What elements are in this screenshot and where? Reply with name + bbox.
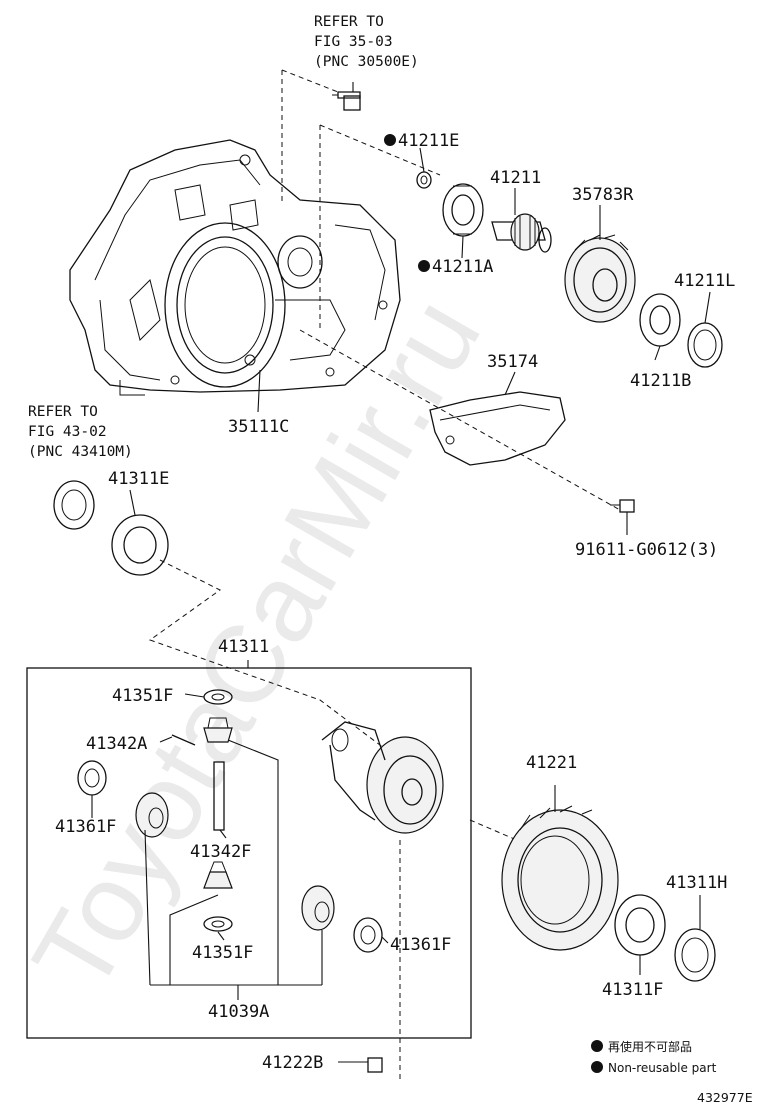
part-label-35174: 35174 [487, 352, 538, 372]
svg-text:REFER TO: REFER TO [28, 404, 98, 420]
bolt-icon [332, 91, 361, 111]
pinion-shaft-pin-icon [213, 761, 225, 831]
part-label-91611-G0612: 91611-G0612(3) [575, 540, 718, 560]
part-label-41311F: 41311F [602, 980, 663, 1000]
part-label-41311E: 41311E [108, 469, 169, 489]
differential-case-icon [321, 721, 444, 834]
svg-text:FIG 43-02: FIG 43-02 [28, 424, 107, 440]
legend-jp: 再使用不可部品 [608, 1039, 692, 1054]
thrust-washer-icon [77, 760, 107, 796]
shim-icon [687, 322, 723, 368]
pinion-gear-icon [203, 861, 233, 889]
side-gear-icon [301, 885, 335, 931]
thrust-washer-icon [353, 917, 383, 953]
oil-cover-icon [429, 391, 566, 466]
part-label-41039A: 41039A [208, 1002, 269, 1022]
pin-icon [171, 734, 196, 746]
kit-bracket [144, 739, 323, 1000]
bolt-icon [610, 499, 635, 513]
leader-lines [91, 82, 711, 1063]
side-gear-icon [135, 792, 169, 838]
part-label-41351F: 41351F [112, 686, 173, 706]
oil-seal-icon [674, 928, 716, 982]
non-reusable-marker [591, 1040, 603, 1052]
part-label-41342A: 41342A [86, 734, 147, 754]
part-label-41211E: 41211E [398, 131, 459, 151]
legend-en: Non-reusable part [608, 1061, 717, 1075]
differential-kit-box [26, 667, 472, 1039]
part-label-41211A: 41211A [432, 257, 493, 277]
part-label-41221: 41221 [526, 753, 577, 773]
bolt-icon [360, 1057, 383, 1073]
ring-gear-icon [501, 805, 619, 951]
plug-icon [416, 171, 432, 189]
part-label-35783R: 35783R [572, 185, 634, 205]
non-reusable-marker [384, 134, 396, 146]
bearing-icon [442, 183, 484, 237]
non-reusable-marker [418, 260, 430, 272]
part-label-41211L: 41211L [674, 271, 735, 291]
bearing-icon [639, 293, 681, 347]
legend: 再使用不可部品 Non-reusable part [591, 1039, 717, 1075]
washer-icon [203, 916, 233, 932]
transaxle-housing [69, 139, 401, 396]
part-label-41311H: 41311H [666, 873, 727, 893]
part-label-41361F: 41361F [390, 935, 451, 955]
part-label-41361F: 41361F [55, 817, 116, 837]
part-label-35111C: 35111C [228, 417, 289, 437]
part-label-41211B: 41211B [630, 371, 691, 391]
figure-code: 432977E [697, 1090, 753, 1105]
part-label-41342F: 41342F [190, 842, 251, 862]
bearing-icon [111, 514, 169, 576]
non-reusable-marker [591, 1061, 603, 1073]
part-label-41211: 41211 [490, 168, 541, 188]
svg-text:(PNC 43410M): (PNC 43410M) [28, 444, 133, 460]
reference-note: REFER TO FIG 35-03 (PNC 30500E) [314, 14, 419, 70]
part-label-41311: 41311 [218, 637, 269, 657]
svg-text:REFER TO: REFER TO [314, 14, 384, 30]
oil-seal-icon [53, 480, 95, 530]
part-label-41222B: 41222B [262, 1053, 323, 1073]
reference-note: REFER TO FIG 43-02 (PNC 43410M) [28, 404, 133, 460]
pinion-gear-icon [203, 717, 233, 743]
part-label-41351F: 41351F [192, 943, 253, 963]
dashed-leader-lines [148, 69, 621, 1080]
svg-text:FIG 35-03: FIG 35-03 [314, 34, 393, 50]
pinion-shaft-icon [491, 213, 552, 253]
bearing-icon [614, 894, 666, 956]
svg-text:(PNC 30500E): (PNC 30500E) [314, 54, 419, 70]
part-labels: 41211E 41211 35783R 41211A 41211L 41211B… [55, 131, 735, 1073]
drive-gear-icon [564, 234, 636, 323]
